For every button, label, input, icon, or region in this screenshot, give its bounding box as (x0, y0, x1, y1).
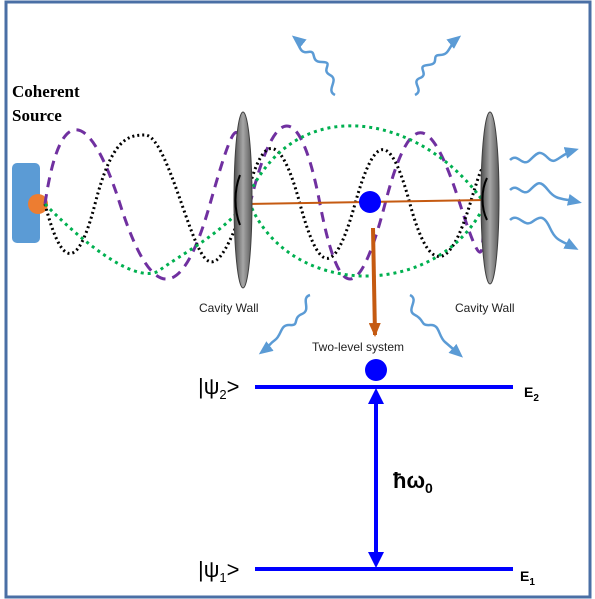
lower-state-label: |ψ1> (198, 557, 240, 585)
coherent-source-label-line2: Source (12, 106, 62, 125)
cavity-wall-left-label: Cavity Wall (199, 301, 259, 315)
cavity-wall-left (233, 111, 253, 289)
lower-energy-label: E1 (520, 568, 535, 588)
coherent-source-label-line1: Coherent (12, 82, 80, 101)
photon-top-left (291, 35, 336, 97)
coherent-source-emitter (28, 194, 48, 214)
transition-energy-label: ħω0 (393, 468, 433, 496)
photon-right-upper (509, 147, 579, 164)
upper-state-label: |ψ2> (198, 374, 240, 402)
photon-top-right (414, 35, 462, 97)
photon-bottom-left (258, 293, 311, 355)
upper-energy-label: E2 (524, 384, 539, 404)
coherent-source-block (12, 163, 40, 243)
cavity-wall-right-label: Cavity Wall (455, 301, 515, 315)
light-waves (43, 124, 487, 281)
atom-on-upper-level (365, 359, 387, 381)
photon-emissions (258, 35, 582, 358)
transition-arrow-head-down (368, 552, 384, 568)
outer-frame (4, 0, 592, 599)
wave-black-dotted (43, 133, 487, 264)
photon-right-middle (509, 182, 582, 206)
transition-arrow-head-up (368, 388, 384, 404)
wave-purple-dashed (43, 124, 487, 281)
atom-to-levels-arrow (368, 227, 381, 337)
cavity-wall-right (480, 111, 500, 285)
two-level-system-label: Two-level system (312, 340, 404, 354)
atom-in-cavity (359, 191, 381, 213)
photon-right-lower (509, 216, 579, 250)
photon-bottom-right (409, 293, 464, 358)
